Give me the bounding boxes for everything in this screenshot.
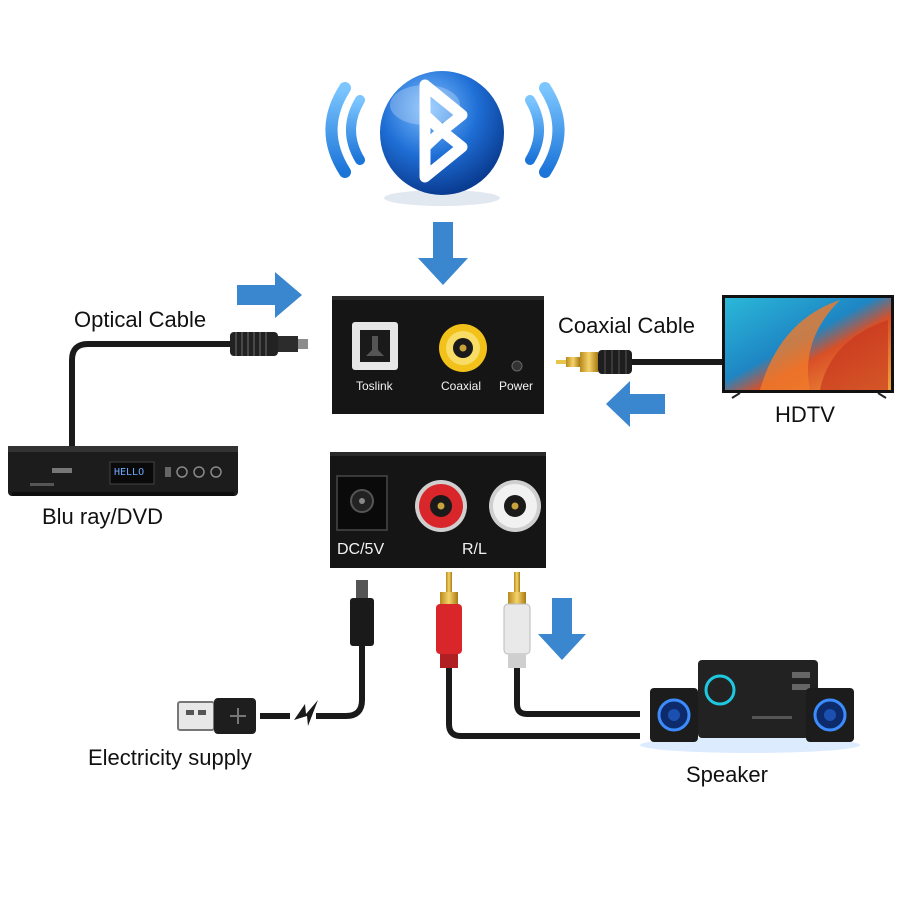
hdtv xyxy=(722,295,894,399)
wireless-waves-right-icon xyxy=(525,82,565,178)
arrow-down-bluetooth-icon xyxy=(418,222,468,285)
toslink-port xyxy=(352,322,398,370)
hdtv-label: HDTV xyxy=(775,402,835,427)
coaxial-cable-label: Coaxial Cable xyxy=(558,313,695,338)
usb-plug-icon xyxy=(177,698,256,734)
coaxial-cable xyxy=(556,350,722,374)
arrow-right-optical-icon xyxy=(237,272,302,318)
bluray-label: Blu ray/DVD xyxy=(42,504,164,529)
dc-power-jack xyxy=(336,475,388,531)
speaker-label: Speaker xyxy=(686,762,768,787)
toslink-label: Toslink xyxy=(356,379,393,393)
rca-red-port xyxy=(415,480,467,532)
optical-cable-label: Optical Cable xyxy=(74,307,207,332)
optical-cable xyxy=(69,332,308,446)
adapter-back-panel xyxy=(330,452,546,568)
coaxial-port xyxy=(439,324,487,372)
rl-label: R/L xyxy=(462,541,487,558)
electricity-label: Electricity supply xyxy=(88,745,252,770)
power-led xyxy=(511,360,523,372)
bluetooth-icon xyxy=(380,71,504,206)
dc-power-cable xyxy=(260,580,374,719)
arrow-down-speaker-icon xyxy=(538,598,586,660)
lightning-break-icon xyxy=(294,700,318,726)
arrow-left-coaxial-icon xyxy=(606,381,665,427)
rca-red-plug xyxy=(436,572,640,739)
player-display: HELLO xyxy=(114,467,145,478)
wireless-waves-left-icon xyxy=(325,82,365,178)
coaxial-port-label: Coaxial xyxy=(441,379,482,393)
power-label: Power xyxy=(499,379,534,393)
rca-white-port xyxy=(489,480,541,532)
bluray-player xyxy=(8,446,238,496)
rca-white-plug xyxy=(503,572,640,717)
dc-label: DC/5V xyxy=(337,541,385,558)
adapter-front-panel xyxy=(332,296,544,414)
speaker-system xyxy=(640,660,860,753)
